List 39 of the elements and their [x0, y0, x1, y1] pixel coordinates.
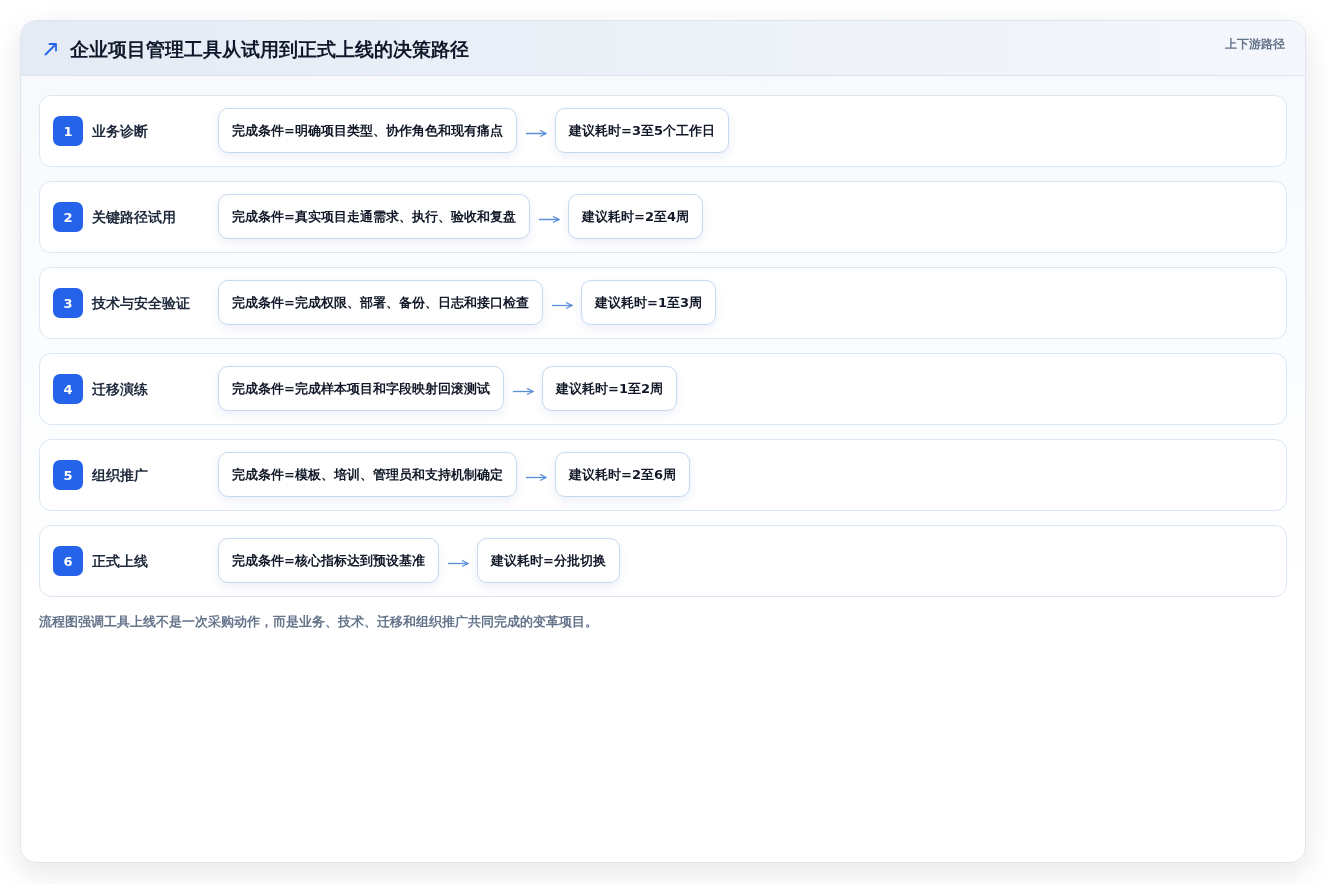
arrow — [525, 473, 547, 482]
step-title: 技术与安全验证 — [92, 294, 190, 313]
duration-box: 建议耗时=3至5个工作日 — [555, 108, 729, 153]
duration-box: 建议耗时=分批切换 — [477, 538, 620, 583]
condition-box: 完成条件=明确项目类型、协作角色和现有痛点 — [218, 108, 517, 153]
step-title: 关键路径试用 — [92, 208, 176, 227]
step-title: 业务诊断 — [92, 122, 148, 141]
header-note: 上下游路径 — [1225, 36, 1285, 52]
step-number-badge: 5 — [53, 460, 83, 490]
duration-box: 建议耗时=2至6周 — [555, 452, 690, 497]
condition-box: 完成条件=完成权限、部署、备份、日志和接口检查 — [218, 280, 543, 325]
step-number-badge: 6 — [53, 546, 83, 576]
step-row — [39, 181, 1287, 253]
duration-box: 建议耗时=1至3周 — [581, 280, 716, 325]
step-row — [39, 353, 1287, 425]
arrow — [525, 129, 547, 138]
step-number-badge: 3 — [53, 288, 83, 318]
step-number-badge: 1 — [53, 116, 83, 146]
duration-box: 建议耗时=1至2周 — [542, 366, 677, 411]
duration-box: 建议耗时=2至4周 — [568, 194, 703, 239]
condition-box: 完成条件=核心指标达到预设基准 — [218, 538, 439, 583]
step-row — [39, 95, 1287, 167]
footnote-caption: 流程图强调工具上线不是一次采购动作，而是业务、技术、迁移和组织推广共同完成的变革项目。 — [39, 614, 598, 630]
arrow — [551, 301, 573, 310]
step-title: 迁移演练 — [92, 380, 148, 399]
step-number-badge: 4 — [53, 374, 83, 404]
step-row — [39, 439, 1287, 511]
step-title: 组织推广 — [92, 466, 148, 485]
step-row — [39, 525, 1287, 597]
condition-box: 完成条件=模板、培训、管理员和支持机制确定 — [218, 452, 517, 497]
step-number-badge: 2 — [53, 202, 83, 232]
condition-box: 完成条件=完成样本项目和字段映射回滚测试 — [218, 366, 504, 411]
arrow — [447, 559, 469, 568]
step-title: 正式上线 — [92, 552, 148, 571]
condition-box: 完成条件=真实项目走通需求、执行、验收和复盘 — [218, 194, 530, 239]
arrow — [538, 215, 560, 224]
arrow — [512, 387, 534, 396]
diagram-title: 企业项目管理工具从试用到正式上线的决策路径 — [70, 37, 469, 61]
step-row — [39, 267, 1287, 339]
